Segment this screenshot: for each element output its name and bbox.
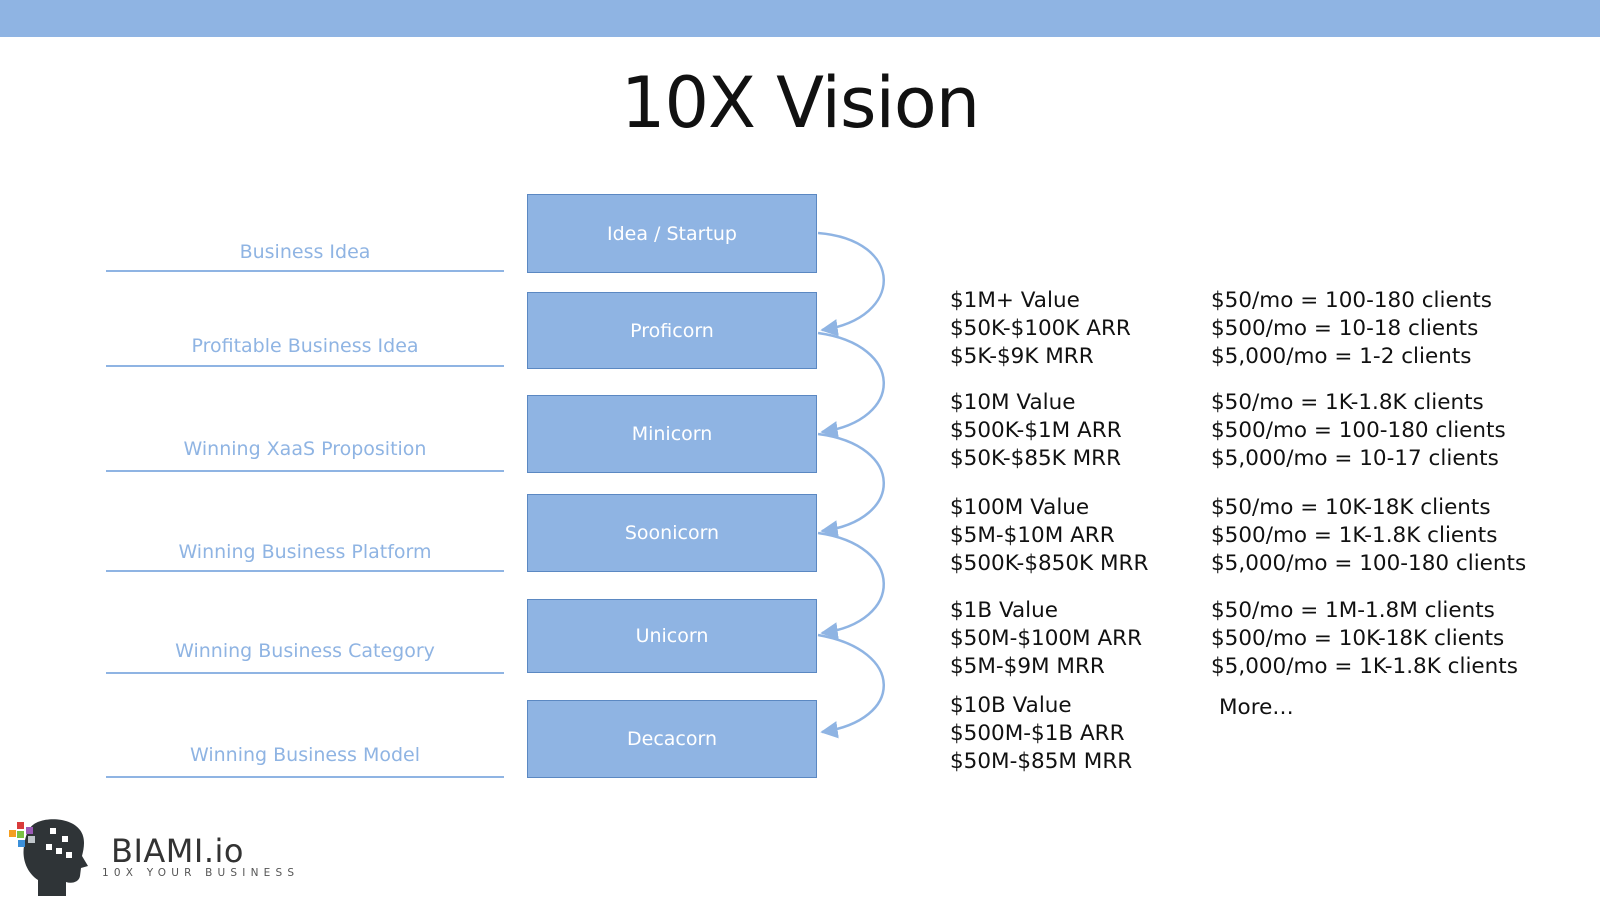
level-underline: [106, 776, 504, 778]
metrics-minicorn: $10M Value $500K-$1M ARR $50K-$85K MRR: [950, 389, 1122, 473]
pricing-line: $500/mo = 100-180 clients: [1211, 418, 1506, 443]
arr-line: $500M-$1B ARR: [950, 721, 1125, 746]
pricing-line: $500/mo = 10-18 clients: [1211, 316, 1479, 341]
stage-box-soonicorn: Soonicorn: [527, 494, 817, 572]
head-pixel-logo-icon: [9, 819, 88, 896]
pricing-line: $500/mo = 1K-1.8K clients: [1211, 523, 1498, 548]
level-underline: [106, 672, 504, 674]
value-line: $10B Value: [950, 693, 1072, 718]
more-text: More…: [1219, 695, 1294, 720]
arr-line: $5M-$10M ARR: [950, 523, 1115, 548]
arr-line: $50M-$100M ARR: [950, 626, 1143, 651]
pricing-line: $5,000/mo = 1K-1.8K clients: [1211, 654, 1518, 679]
mrr-line: $50M-$85M MRR: [950, 749, 1133, 774]
pricing-line: $50/mo = 1M-1.8M clients: [1211, 598, 1495, 623]
value-line: $1M+ Value: [950, 288, 1080, 313]
mrr-line: $5K-$9K MRR: [950, 344, 1094, 369]
arr-line: $500K-$1M ARR: [950, 418, 1122, 443]
metrics-unicorn: $1B Value $50M-$100M ARR $5M-$9M MRR: [950, 597, 1142, 681]
metrics-proficorn: $1M+ Value $50K-$100K ARR $5K-$9K MRR: [950, 287, 1131, 371]
metrics-decacorn: $10B Value $500M-$1B ARR $50M-$85M MRR: [950, 692, 1132, 776]
pricing-line: $50/mo = 1K-1.8K clients: [1211, 390, 1484, 415]
level-label-winning-xaas-proposition: Winning XaaS Proposition: [183, 438, 427, 460]
value-line: $1B Value: [950, 598, 1058, 623]
pricing-proficorn: $50/mo = 100-180 clients $500/mo = 10-18…: [1211, 287, 1492, 371]
stage-box-decacorn: Decacorn: [527, 700, 817, 778]
stage-box-proficorn: Proficorn: [527, 292, 817, 369]
level-label-profitable-business-idea: Profitable Business Idea: [191, 335, 419, 357]
level-underline: [106, 270, 504, 272]
pricing-line: $50/mo = 10K-18K clients: [1211, 495, 1491, 520]
arr-line: $50K-$100K ARR: [950, 316, 1131, 341]
brand-tagline: 10X YOUR BUSINESS: [102, 867, 300, 879]
value-line: $100M Value: [950, 495, 1090, 520]
level-label-winning-business-platform: Winning Business Platform: [178, 541, 432, 563]
arrow-idea-to-proficorn: [817, 231, 885, 337]
slide-title: 10X Vision: [620, 62, 980, 144]
level-underline: [106, 570, 504, 572]
pricing-line: $500/mo = 10K-18K clients: [1211, 626, 1505, 651]
pricing-unicorn: $50/mo = 1M-1.8M clients $500/mo = 10K-1…: [1211, 597, 1518, 681]
level-underline: [106, 470, 504, 472]
pricing-minicorn: $50/mo = 1K-1.8K clients $500/mo = 100-1…: [1211, 389, 1506, 473]
pricing-line: $5,000/mo = 10-17 clients: [1211, 446, 1499, 471]
arrow-minicorn-to-soonicorn: [817, 432, 885, 538]
pricing-soonicorn: $50/mo = 10K-18K clients $500/mo = 1K-1.…: [1211, 494, 1526, 578]
arrow-proficorn-to-minicorn: [817, 331, 885, 439]
arrow-soonicorn-to-unicorn: [817, 531, 885, 640]
level-underline: [106, 365, 504, 367]
mrr-line: $50K-$85K MRR: [950, 446, 1122, 471]
level-label-business-idea: Business Idea: [239, 241, 371, 263]
stage-box-idea-startup: Idea / Startup: [527, 194, 817, 273]
pricing-line: $50/mo = 100-180 clients: [1211, 288, 1492, 313]
level-label-winning-business-category: Winning Business Category: [175, 640, 435, 662]
pricing-line: $5,000/mo = 1-2 clients: [1211, 344, 1472, 369]
value-line: $10M Value: [950, 390, 1076, 415]
stage-box-minicorn: Minicorn: [527, 395, 817, 473]
brand-name: BIAMI.io: [111, 832, 244, 870]
top-bar: [0, 0, 1600, 37]
arrow-unicorn-to-decacorn: [817, 633, 885, 739]
mrr-line: $500K-$850K MRR: [950, 551, 1149, 576]
pricing-line: $5,000/mo = 100-180 clients: [1211, 551, 1527, 576]
stage-box-unicorn: Unicorn: [527, 599, 817, 673]
metrics-soonicorn: $100M Value $5M-$10M ARR $500K-$850K MRR: [950, 494, 1148, 578]
mrr-line: $5M-$9M MRR: [950, 654, 1105, 679]
level-label-winning-business-model: Winning Business Model: [189, 744, 421, 766]
